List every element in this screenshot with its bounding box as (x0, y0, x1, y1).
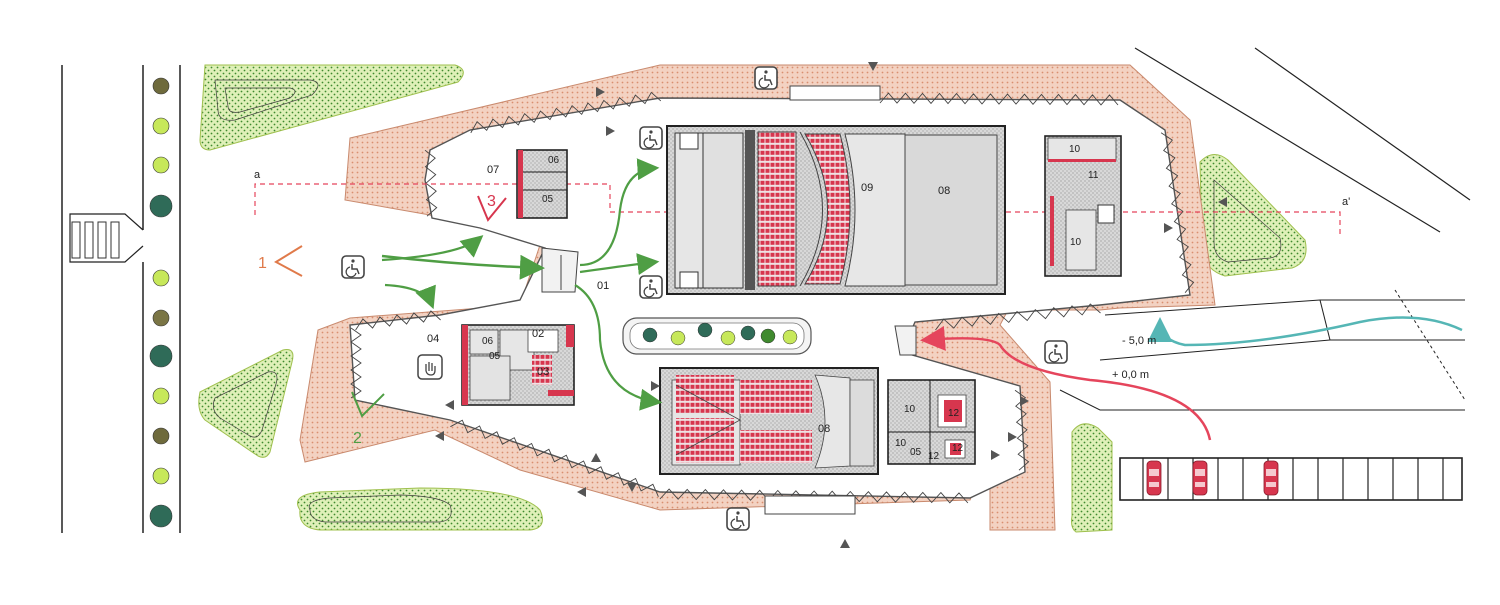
east-entrance (894, 325, 917, 356)
car-icon (1146, 460, 1162, 496)
hand-info-icon (417, 354, 443, 380)
level-upper-label: - 5,0 m (1122, 335, 1156, 347)
room-08-a: 08 (938, 185, 950, 197)
viewpoint-3: 3 (477, 193, 507, 222)
room-10-b: 10 (1070, 237, 1082, 248)
access-road (1059, 47, 1471, 411)
room-06-a: 06 (482, 336, 494, 347)
room-03: 03 (537, 366, 549, 378)
wheelchair-icon (341, 255, 365, 279)
wheelchair-icon (639, 275, 663, 299)
pedestrian-paths (381, 158, 663, 411)
room-08-b: 08 (818, 423, 830, 435)
west-entrance (541, 247, 579, 293)
room-12-a: 12 (948, 408, 960, 419)
triangle-marker-icon (596, 87, 605, 97)
room-06-b: 06 (548, 155, 560, 166)
tree-icon (149, 344, 173, 368)
street (61, 65, 181, 533)
triangle-marker-icon (868, 62, 878, 71)
viewpoint-1: 1 (258, 245, 303, 277)
tree-icon (152, 269, 170, 287)
room-02: 02 (532, 328, 544, 340)
room-01: 01 (597, 280, 609, 292)
crosswalk (71, 221, 120, 259)
triangle-marker-icon (1020, 396, 1029, 406)
parked-cars (1146, 460, 1279, 496)
triangle-marker-icon (1218, 197, 1227, 207)
vehicle-path (920, 326, 1212, 441)
planters (198, 64, 1307, 533)
triangle-marker-icon (1008, 432, 1017, 442)
viewpoint-2: 2 (351, 391, 385, 447)
room-05-c: 05 (910, 447, 922, 458)
room-09: 09 (861, 182, 873, 194)
car-icon (1263, 460, 1279, 496)
section-start-label: a (254, 169, 261, 181)
section-end-label: a' (1342, 196, 1350, 208)
triangle-marker-icon (591, 453, 601, 462)
room-05-a: 05 (489, 351, 501, 362)
wheelchair-icon (726, 507, 750, 531)
viewpoint-3-label: 3 (487, 193, 496, 210)
room-10-a: 10 (1069, 144, 1081, 155)
triangle-marker-icon (435, 431, 444, 441)
service-block-07 (516, 149, 568, 219)
level-lower-label: + 0,0 m (1112, 369, 1149, 381)
wheelchair-icon (754, 66, 778, 90)
room-10-d: 10 (895, 438, 907, 449)
triangle-marker-icon (606, 126, 615, 136)
viewpoint-1-label: 1 (258, 255, 267, 272)
triangle-marker-icon (651, 381, 660, 391)
planter-plants (642, 322, 798, 346)
viewpoint-2-label: 2 (353, 430, 362, 447)
markers (435, 62, 1227, 548)
triangle-marker-icon (627, 483, 637, 492)
north-entrance (789, 85, 881, 101)
room-05-b: 05 (542, 194, 554, 205)
tree-icon (152, 467, 170, 485)
car-icon (1192, 460, 1208, 496)
accessibility-icons (341, 66, 1068, 531)
room-07: 07 (487, 164, 499, 176)
wheelchair-icon (639, 126, 663, 150)
triangle-marker-icon (445, 400, 454, 410)
room-11: 11 (1088, 170, 1099, 181)
wheelchair-icon (1044, 340, 1068, 364)
tree-icon (152, 156, 170, 174)
room-12-c: 12 (952, 443, 964, 454)
service-block-south (887, 379, 976, 465)
tree-icon (152, 77, 170, 95)
tree-icon (152, 117, 170, 135)
underground-path (1147, 316, 1463, 347)
triangle-marker-icon (577, 487, 586, 497)
room-04: 04 (427, 333, 439, 345)
triangle-marker-icon (991, 450, 1000, 460)
tree-icon (152, 387, 170, 405)
service-block-east (1044, 135, 1122, 277)
parking-lot (1119, 457, 1463, 501)
street-trees (149, 77, 173, 528)
room-labels: 01 02 03 04 05 05 05 06 06 07 08 08 09 1… (427, 144, 1099, 462)
room-10-c: 10 (904, 404, 916, 415)
facade-zigzag (350, 91, 1195, 504)
main-theater (666, 125, 1006, 295)
tree-icon (149, 504, 173, 528)
tree-icon (152, 427, 170, 445)
lower-theater (659, 367, 879, 475)
tree-icon (149, 194, 173, 218)
section-line (254, 183, 1341, 238)
triangle-marker-icon (840, 539, 850, 548)
tree-icon (152, 309, 170, 327)
service-block-04 (461, 324, 575, 406)
south-entrance (764, 495, 856, 515)
triangle-marker-icon (1164, 223, 1173, 233)
room-12-b: 12 (928, 451, 940, 462)
